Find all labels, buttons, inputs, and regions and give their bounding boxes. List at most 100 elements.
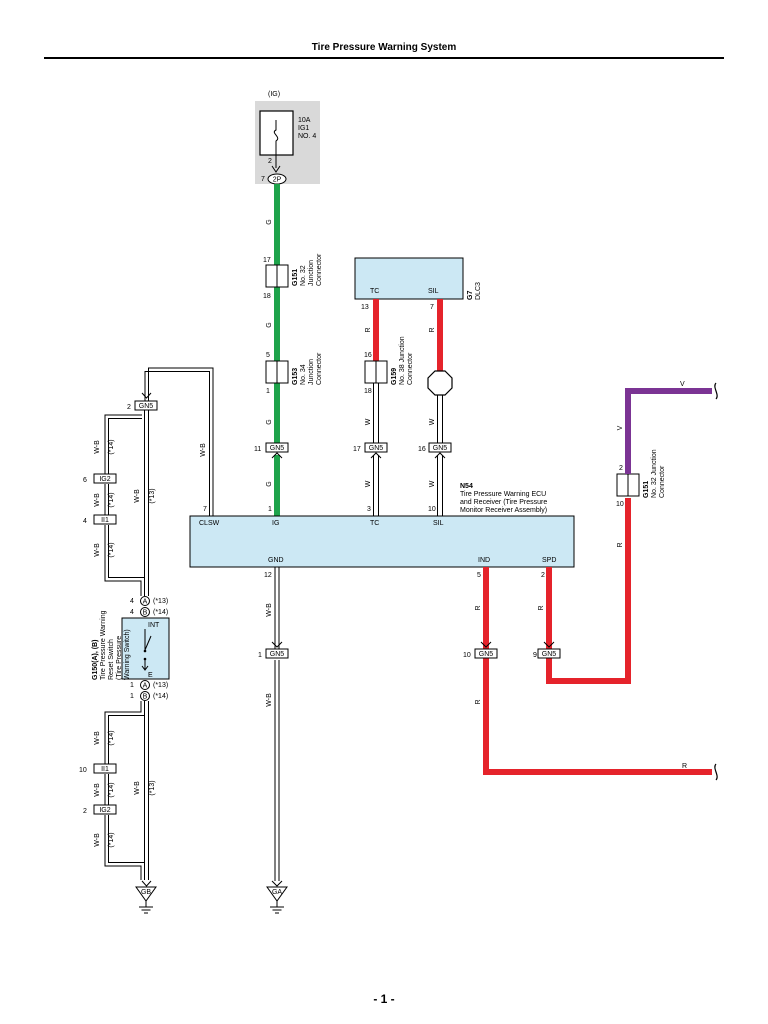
ecu-pin-number: 5 [477,572,481,579]
wire-color-label: W-B [266,603,273,617]
connector-label: IG2 [99,476,110,483]
dlc-pin-tc-number: 13 [361,304,369,311]
ecu-pin-ig: IG [272,520,279,527]
junction-desc: No. 38 Junction [399,336,406,385]
chevron-up-icon [271,452,283,459]
junction-code: G153 [292,368,299,385]
junction-pin-bottom: 18 [364,388,372,395]
fuse-ig1[interactable] [255,101,320,184]
junction-pin-bottom: 18 [263,293,271,300]
junction-desc: No. 32 Junction [651,449,658,498]
fuse-number: NO. 4 [298,133,316,140]
wire-break-icon [714,382,718,400]
connector-gn5-sil[interactable] [428,442,452,453]
connector-gn5-spd[interactable] [537,648,561,659]
splice-point-octagon[interactable] [427,370,453,396]
connector-label: II1 [101,517,109,524]
wire-tc-white[interactable] [373,383,379,516]
wire-switch-top-wb[interactable] [104,410,149,596]
wire-color-label: G [266,419,273,424]
dlc-pin-tc: TC [370,288,379,295]
connector-pin: 10 [463,652,471,659]
connector-ii1-bottom[interactable] [93,763,117,774]
wire-gnd-wb[interactable] [274,567,280,881]
wire-ref-label: (*14) [108,782,115,797]
wire-color-label: G [266,322,273,327]
connector-gn5-clsw[interactable] [134,400,158,411]
connector-pin: 11 [254,446,261,453]
connector-label: GN5 [139,403,154,410]
chevron-up-icon [370,452,382,459]
connector-label: GN5 [270,651,285,658]
wire-spd-red[interactable] [546,498,631,684]
connector-gn5-tc[interactable] [364,442,388,453]
junction-desc: Connector [659,465,666,498]
connector-pin: 2 [127,404,131,411]
fuse-name: IG1 [298,125,309,132]
ecu-pin-number: 3 [367,506,371,513]
switch-name: Tire Pressure Warning [100,610,107,680]
switch-pin-ref: (*14) [153,693,168,700]
wire-color-label: W [429,480,436,487]
junction-desc: Junction [308,359,315,385]
switch-int-label: INT [148,622,160,629]
fuse-rating: 10A [298,117,311,124]
connector-ig2-top[interactable] [93,473,117,484]
switch-pin-ref: (*13) [153,598,168,605]
switch-pin-a-bottom[interactable] [140,680,150,690]
junction-pin-top: 2 [619,465,623,472]
ground-ga-icon[interactable] [266,886,288,914]
connector-label: GN5 [479,651,494,658]
ecu-tire-pressure-warning[interactable] [189,515,575,568]
switch-contact-icon [141,629,152,671]
connector-label: GN5 [369,445,384,452]
fuse-ig-label: (IG) [268,91,280,98]
wire-switch-bottom-wb[interactable] [104,701,149,880]
chevron-down-icon [141,392,152,399]
wire-color-label: W-B [134,489,141,503]
wire-color-label: W [365,418,372,425]
ground-gb-icon[interactable] [135,886,157,914]
junction-pin-top: 16 [364,352,372,359]
dlc-code: G7 [467,291,474,300]
wire-ind-red[interactable] [483,567,712,775]
switch-pin-b-top[interactable] [140,607,150,617]
junction-desc: Connector [407,352,414,385]
connector-gn5-ind[interactable] [474,648,498,659]
chevron-down-icon [271,880,283,887]
wire-color-label: R [475,605,482,610]
wire-color-label: W-B [94,543,101,557]
ecu-pin-ind: IND [478,557,490,564]
junction-pin-bottom: 10 [616,501,624,508]
connector-gn5-ig[interactable] [265,442,289,453]
dlc3-connector[interactable] [354,257,464,300]
wire-sil-white[interactable] [437,395,443,516]
connector-ig2-bottom[interactable] [93,804,117,815]
switch-pin-b-bottom[interactable] [140,691,150,701]
wire-color-label: R [365,327,372,332]
connector-pin: 9 [533,652,537,659]
connector-pin: 6 [83,477,87,484]
connector-ii1-top[interactable] [93,514,117,525]
junction-code: G151 [643,481,650,498]
wire-clsw-wb[interactable] [144,367,214,516]
ecu-name: Monitor Receiver Assembly) [460,507,547,514]
connector-gn5-gnd[interactable] [265,648,289,659]
title-rule [44,57,724,59]
fuse-pin-in: 2 [268,158,272,165]
connector-arrow-icon [271,165,281,173]
fuse-connector-pin: 7 [261,176,265,183]
wire-color-label: W-B [266,693,273,707]
switch-pin-number: 1 [130,682,134,689]
wire-color-label: R [538,605,545,610]
switch-pin-ref: (*14) [153,609,168,616]
wire-color-label: R [617,542,624,547]
junction-code: G159 [391,368,398,385]
fuse-icon [273,120,279,155]
wire-color-label: R [429,327,436,332]
wire-v-purple[interactable] [625,388,712,474]
switch-pin-a-top[interactable] [140,596,150,606]
wire-color-label: R [682,763,687,770]
connector-label: IG2 [99,807,110,814]
